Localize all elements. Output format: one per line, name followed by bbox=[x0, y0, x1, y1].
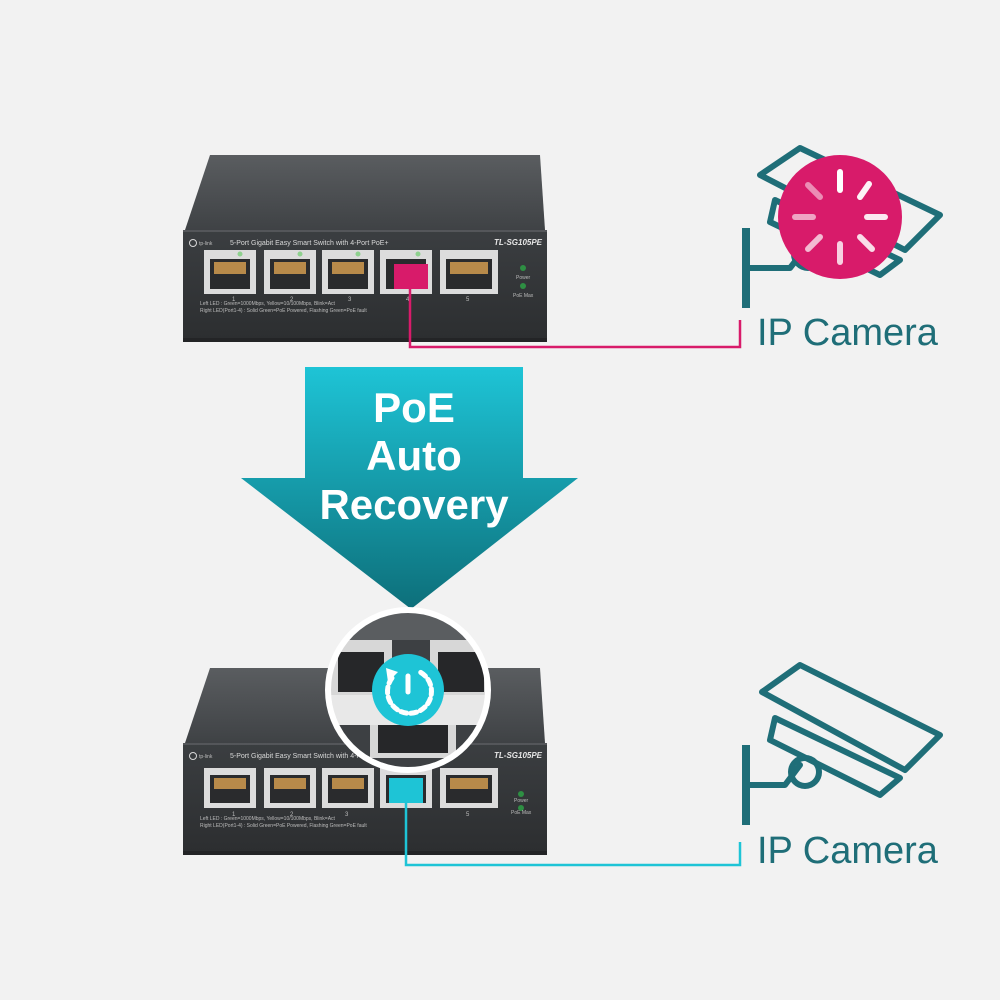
port-4-recovered bbox=[380, 768, 432, 808]
recovery-arrow: PoE Auto Recovery bbox=[241, 367, 578, 609]
svg-text:3: 3 bbox=[348, 297, 352, 303]
led-legend-2: Right LED(Port1-4) : Solid Green=PoE Pow… bbox=[200, 308, 367, 314]
svg-text:2: 2 bbox=[290, 297, 294, 303]
security-camera-icon-bottom bbox=[742, 662, 943, 825]
svg-text:1: 1 bbox=[232, 812, 236, 818]
arrow-text-line1: PoE bbox=[373, 384, 455, 431]
status-leds: Power PoE Max bbox=[513, 265, 534, 299]
switch-description: 5-Port Gigabit Easy Smart Switch with 4-… bbox=[230, 240, 389, 247]
cable-bottom bbox=[404, 803, 742, 867]
camera-label-bottom: IP Camera bbox=[757, 830, 939, 872]
camera-label-top: IP Camera bbox=[757, 312, 939, 354]
port-4-highlight bbox=[394, 264, 428, 289]
svg-text:5: 5 bbox=[466, 812, 470, 818]
brand-logo: tp-link bbox=[189, 752, 213, 760]
cable-top bbox=[408, 289, 742, 349]
port-3 bbox=[322, 768, 374, 808]
switch-model: TL-SG105PE bbox=[494, 751, 543, 760]
port-2 bbox=[264, 768, 316, 808]
led-legend-1: Left LED : Green=1000Mbps, Yellow=10/100… bbox=[200, 301, 336, 307]
port-numbers: 1 2 3 5 bbox=[232, 812, 470, 818]
svg-text:Power: Power bbox=[514, 798, 529, 804]
port-4-fault bbox=[380, 250, 432, 294]
svg-text:1: 1 bbox=[232, 297, 236, 303]
port-row bbox=[204, 768, 498, 808]
svg-text:4: 4 bbox=[406, 297, 410, 303]
svg-text:Power: Power bbox=[516, 275, 531, 281]
port-4-highlight bbox=[389, 778, 423, 803]
port-numbers: 1 2 3 4 5 bbox=[232, 297, 470, 303]
port-1 bbox=[204, 250, 256, 294]
arrow-text-line2: Auto bbox=[366, 432, 462, 479]
led-legend-1: Left LED : Green=1000Mbps, Yellow=10/100… bbox=[200, 816, 336, 822]
power-restart-icon bbox=[372, 654, 444, 726]
port-3 bbox=[322, 250, 374, 294]
port-5 bbox=[440, 768, 498, 808]
svg-text:PoE Max: PoE Max bbox=[511, 810, 532, 816]
switch-description: 5-Port Gigabit Easy Smart Switch with 4-… bbox=[230, 753, 389, 760]
svg-text:2: 2 bbox=[290, 812, 294, 818]
svg-text:PoE Max: PoE Max bbox=[513, 293, 534, 299]
brand-logo: tp-link bbox=[189, 239, 213, 247]
loading-spinner-icon bbox=[778, 155, 902, 279]
svg-text:tp-link: tp-link bbox=[199, 241, 213, 247]
port-1 bbox=[204, 768, 256, 808]
switch-bottom: tp-link 5-Port Gigabit Easy Smart Switch… bbox=[182, 667, 548, 856]
arrow-text-line3: Recovery bbox=[319, 481, 509, 528]
status-leds: Power PoE Max bbox=[511, 791, 532, 816]
led-legend-2: Right LED(Port1-4) : Solid Green=PoE Pow… bbox=[200, 823, 367, 829]
svg-text:3: 3 bbox=[345, 812, 349, 818]
port-2 bbox=[264, 250, 316, 294]
svg-text:5: 5 bbox=[466, 297, 470, 303]
switch-model: TL-SG105PE bbox=[494, 238, 543, 247]
switch-top: tp-link 5-Port Gigabit Easy Smart Switch… bbox=[182, 154, 548, 343]
port-row bbox=[204, 250, 498, 294]
port-5 bbox=[440, 250, 498, 294]
svg-text:tp-link: tp-link bbox=[199, 754, 213, 760]
